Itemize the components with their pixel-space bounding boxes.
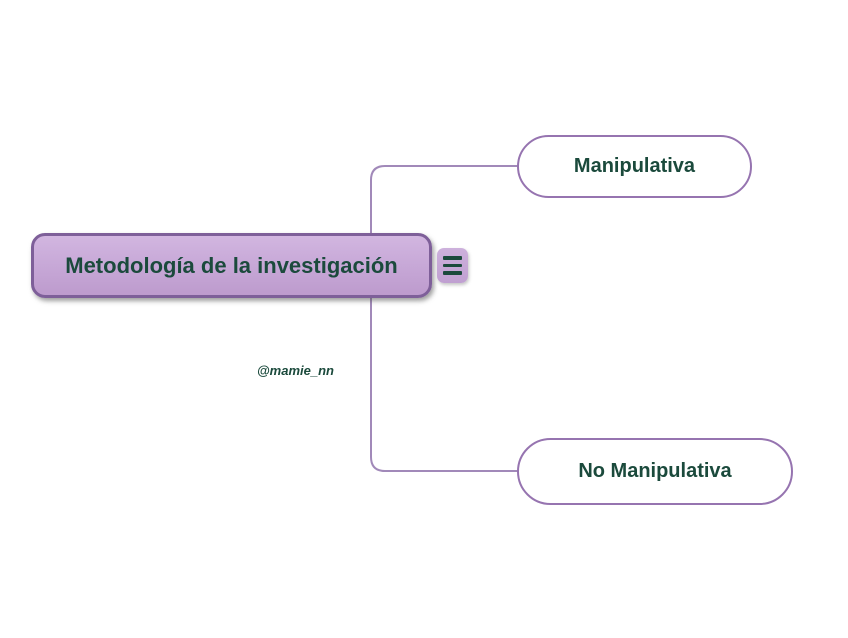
watermark-text: @mamie_nn — [257, 363, 334, 378]
branch-node-no-manipulativa[interactable]: No Manipulativa — [517, 438, 793, 505]
root-node-label: Metodología de la investigación — [65, 252, 398, 278]
branch-node-label: Manipulativa — [573, 155, 696, 177]
root-node[interactable]: Metodología de la investigación — [31, 233, 432, 298]
connector-top-branch — [370, 165, 519, 241]
hamburger-icon — [443, 271, 462, 275]
connector-bottom-branch — [370, 291, 519, 472]
branch-node-manipulativa[interactable]: Manipulativa — [517, 135, 752, 198]
hamburger-icon — [443, 256, 462, 260]
node-menu-button[interactable] — [437, 248, 468, 283]
branch-node-label: No Manipulativa — [578, 460, 732, 482]
hamburger-icon — [443, 263, 462, 268]
